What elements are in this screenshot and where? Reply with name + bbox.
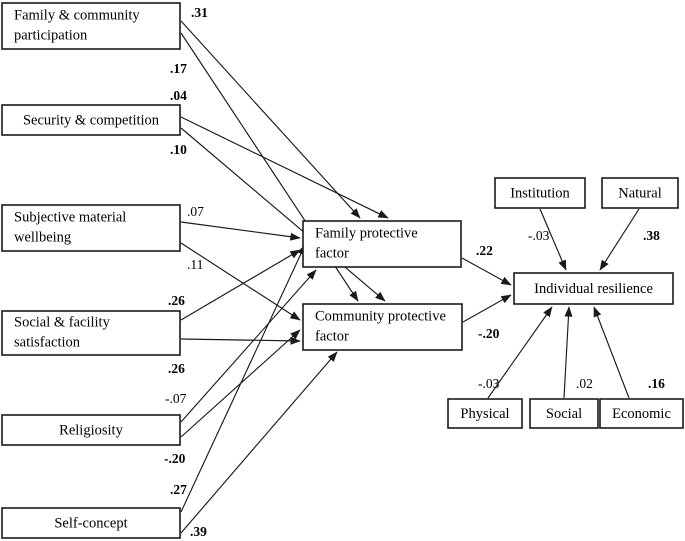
- node-label-community_protective-line2: factor: [315, 328, 349, 344]
- coefficients-layer: .31 .17 .04 .10 .07 .11 .26 .26 -.07 -.20 .27 .39 .2…: [164, 5, 665, 539]
- edge-religiosity-to-family_protective: [180, 269, 317, 423]
- edge-subjective_wellbeing-to-community_protective: [180, 242, 301, 321]
- node-box-economic: [599, 398, 684, 429]
- node-family_protective[interactable]: Family protective factor: [302, 220, 462, 268]
- node-box-family_participation: [1, 2, 181, 50]
- edge-family_participation-to-family_protective: [180, 20, 361, 219]
- edge-natural-to-individual_resilience: [599, 208, 640, 271]
- node-box-institution: [494, 177, 586, 209]
- edge-physical-to-individual_resilience: [487, 306, 553, 399]
- coefficient-label-subjective_wellbeing-family_protective: .07: [187, 204, 204, 219]
- node-box-physical: [447, 398, 523, 429]
- node-subjective_wellbeing[interactable]: Subjective material wellbeing: [1, 204, 181, 252]
- node-natural[interactable]: Natural: [601, 177, 679, 209]
- node-box-social: [529, 398, 599, 429]
- edge-social_satisfaction-to-family_protective: [180, 249, 301, 321]
- node-label-family_protective-line1: Family protective: [315, 225, 418, 241]
- node-label-social_satisfaction-line2: satisfaction: [14, 334, 81, 350]
- edge-economic-to-individual_resilience: [593, 306, 630, 399]
- coefficient-label-security_competition-family_protective: .04: [170, 88, 187, 103]
- node-security_competition[interactable]: Security & competition: [1, 104, 181, 136]
- coefficient-label-social_satisfaction-community_protective: .26: [168, 361, 185, 376]
- node-physical[interactable]: Physical: [447, 398, 523, 429]
- node-label-social: Social: [546, 406, 582, 422]
- node-label-self_concept: Self-concept: [54, 515, 127, 531]
- node-label-physical: Physical: [460, 406, 509, 422]
- node-social_satisfaction[interactable]: Social & facility satisfaction: [1, 310, 181, 356]
- node-label-economic: Economic: [612, 406, 671, 422]
- coefficient-label-physical-individual_resilience: -.03: [478, 376, 500, 391]
- edge-self_concept-to-community_protective: [180, 351, 338, 534]
- node-economic[interactable]: Economic: [599, 398, 684, 429]
- edge-subjective_wellbeing-to-family_protective: [180, 221, 301, 241]
- node-box-community_protective: [302, 303, 463, 351]
- node-box-social_satisfaction: [1, 310, 181, 356]
- node-box-subjective_wellbeing: [1, 204, 181, 252]
- edge-security_competition-to-family_protective: [180, 116, 389, 219]
- node-social[interactable]: Social: [529, 398, 599, 429]
- coefficient-label-religiosity-family_protective: -.07: [165, 391, 187, 406]
- node-box-self_concept: [1, 507, 181, 539]
- coefficient-label-religiosity-community_protective: -.20: [164, 451, 186, 466]
- coefficient-label-social_satisfaction-family_protective: .26: [168, 293, 185, 308]
- node-label-religiosity: Religiosity: [59, 422, 123, 438]
- node-label-social_satisfaction-line1: Social & facility: [14, 314, 111, 330]
- edge-social_satisfaction-to-community_protective: [180, 336, 301, 345]
- node-label-family_protective-line2: factor: [315, 245, 349, 261]
- node-box-individual_resilience: [513, 272, 674, 305]
- node-label-subjective_wellbeing-line2: wellbeing: [14, 229, 71, 245]
- edge-social-to-individual_resilience: [563, 306, 573, 399]
- node-box-religiosity: [1, 414, 181, 446]
- edge-institution-to-individual_resilience: [539, 208, 567, 271]
- node-label-subjective_wellbeing-line1: Subjective material: [14, 209, 126, 225]
- edge-self_concept-to-family_protective: [180, 244, 306, 513]
- edges-layer: [180, 20, 640, 534]
- node-label-community_protective-line1: Community protective: [315, 308, 446, 324]
- node-individual_resilience[interactable]: Individual resilience: [513, 272, 674, 305]
- coefficient-label-social-individual_resilience: .02: [576, 376, 593, 391]
- node-box-natural: [601, 177, 679, 209]
- edge-community_protective-to-individual_resilience: [462, 294, 512, 323]
- node-box-security_competition: [1, 104, 181, 136]
- coefficient-label-subjective_wellbeing-community_protective: .11: [187, 257, 203, 272]
- coefficient-label-security_competition-community_protective: .10: [170, 142, 187, 157]
- node-label-family_participation-line2: participation: [14, 27, 88, 43]
- coefficient-label-family_participation-family_protective: .31: [191, 5, 208, 20]
- coefficient-label-natural-individual_resilience: .38: [643, 228, 660, 243]
- node-institution[interactable]: Institution: [494, 177, 586, 209]
- node-label-natural: Natural: [618, 185, 661, 201]
- node-community_protective[interactable]: Community protective factor: [302, 303, 463, 351]
- node-label-individual_resilience: Individual resilience: [534, 281, 653, 297]
- node-self_concept[interactable]: Self-concept: [1, 507, 181, 539]
- node-religiosity[interactable]: Religiosity: [1, 414, 181, 446]
- edge-family_protective-to-individual_resilience: [461, 257, 512, 286]
- coefficient-label-self_concept-community_protective: .39: [190, 524, 207, 539]
- coefficient-label-self_concept-family_protective: .27: [170, 482, 187, 497]
- coefficient-label-institution-individual_resilience: -.03: [528, 228, 550, 243]
- node-label-family_participation-line1: Family & community: [14, 7, 140, 23]
- node-family_participation[interactable]: Family & community participation: [1, 2, 181, 50]
- coefficient-label-family_protective-individual_resilience: .22: [476, 243, 493, 258]
- coefficient-label-economic-individual_resilience: .16: [648, 376, 665, 391]
- edge-security_competition-to-community_protective: [180, 127, 386, 302]
- coefficient-label-family_participation-community_protective: .17: [170, 61, 187, 76]
- node-label-institution: Institution: [510, 185, 570, 201]
- node-box-family_protective: [302, 220, 462, 268]
- coefficient-label-community_protective-individual_resilience: -.20: [478, 326, 500, 341]
- node-label-security_competition: Security & competition: [23, 112, 160, 128]
